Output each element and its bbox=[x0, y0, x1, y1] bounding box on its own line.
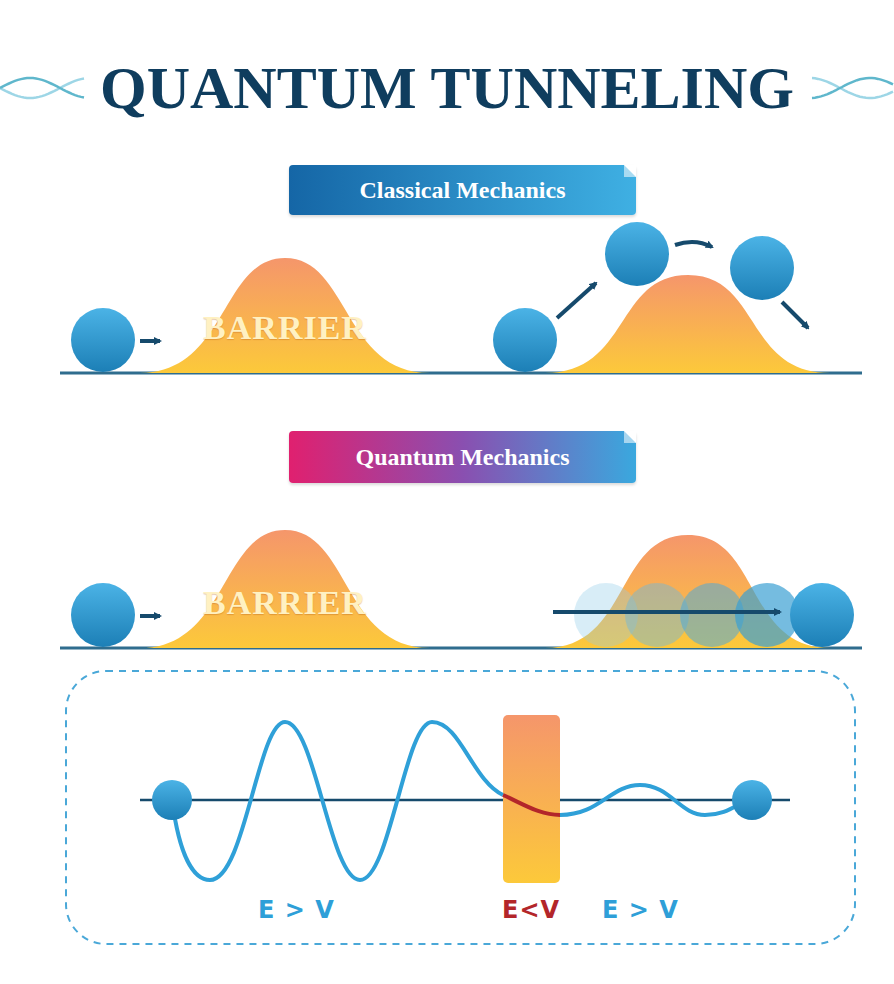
dashed-panel bbox=[66, 671, 855, 944]
energy-label: E<V bbox=[502, 896, 560, 924]
particle-ball bbox=[790, 583, 854, 647]
barrier-shape: BARRIER bbox=[140, 258, 430, 373]
title-wave bbox=[0, 78, 84, 98]
particle-ball bbox=[71, 308, 135, 372]
energy-label: E > V bbox=[258, 896, 335, 924]
barrier-bell bbox=[140, 530, 430, 648]
particle-ball bbox=[732, 780, 772, 820]
particle-ball bbox=[71, 583, 135, 647]
banner-fold bbox=[624, 165, 636, 177]
tunnel-arrow bbox=[553, 610, 780, 614]
barrier-rect bbox=[503, 715, 560, 883]
barrier-bell bbox=[140, 258, 430, 373]
particle-ball bbox=[605, 222, 669, 286]
ghost-ball bbox=[680, 583, 744, 647]
title-wave bbox=[812, 78, 893, 98]
motion-arrow bbox=[140, 339, 160, 343]
axis-line bbox=[140, 799, 790, 802]
barrier-shape bbox=[545, 275, 830, 373]
section-banner: Classical Mechanics bbox=[289, 165, 636, 215]
diagram-title: QUANTUM TUNNELING bbox=[100, 54, 794, 123]
wave-function bbox=[560, 785, 752, 815]
motion-arrow bbox=[557, 283, 596, 318]
title-wave bbox=[0, 79, 84, 99]
banner-fold bbox=[624, 431, 636, 443]
decay-wave bbox=[503, 795, 560, 815]
barrier-shape bbox=[545, 535, 830, 648]
energy-label: E > V bbox=[602, 896, 679, 924]
barrier-label: BARRIER bbox=[203, 584, 367, 622]
ghost-ball bbox=[625, 583, 689, 647]
banner-label: Classical Mechanics bbox=[360, 177, 566, 204]
particle-ball bbox=[152, 780, 192, 820]
section-banner: Quantum Mechanics bbox=[289, 431, 636, 483]
ghost-ball bbox=[735, 583, 799, 647]
barrier-shape: BARRIER bbox=[140, 530, 430, 648]
barrier-label: BARRIER bbox=[203, 309, 367, 347]
motion-arrow bbox=[782, 302, 808, 328]
motion-arrow bbox=[140, 614, 160, 618]
wave-function bbox=[172, 722, 503, 880]
particle-ball bbox=[493, 308, 557, 372]
particle-ball bbox=[730, 236, 794, 300]
motion-arrow bbox=[675, 242, 712, 247]
banner-label: Quantum Mechanics bbox=[355, 444, 569, 471]
title-wave bbox=[812, 78, 893, 98]
